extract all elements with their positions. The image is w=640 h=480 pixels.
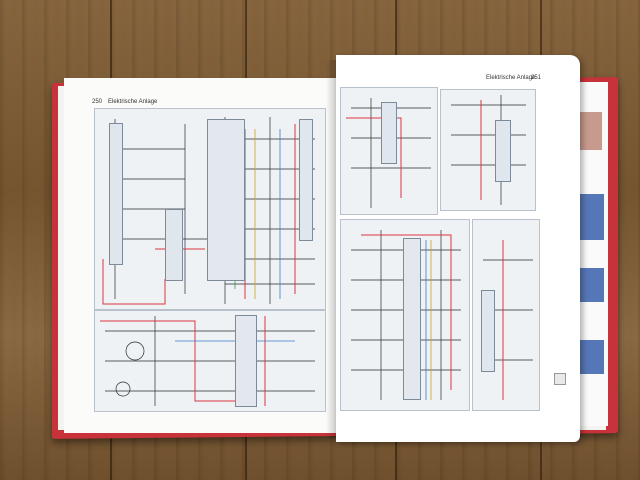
right-page: Elektrische Anlage 251 bbox=[336, 55, 580, 442]
page-edge-marker bbox=[554, 373, 566, 385]
left-page-number: 250 bbox=[92, 99, 103, 105]
wiring-diagram-right-a bbox=[340, 87, 438, 215]
wiring-diagram-right-d bbox=[472, 219, 540, 411]
wiring-diagram-left-top bbox=[94, 108, 326, 310]
connector-block bbox=[481, 290, 495, 372]
left-section-title: Elektrische Anlage bbox=[108, 99, 158, 105]
connector-block bbox=[235, 315, 257, 407]
connector-block bbox=[403, 238, 421, 400]
connector-block bbox=[207, 119, 245, 281]
wiring-diagram-right-b bbox=[440, 89, 536, 211]
wiring-diagram-right-c bbox=[340, 219, 470, 411]
right-section-title: Elektrische Anlage bbox=[486, 75, 536, 81]
connector-block bbox=[381, 102, 397, 164]
wiring-lines bbox=[451, 95, 526, 205]
wiring-lines bbox=[100, 316, 315, 406]
connector-block bbox=[495, 120, 511, 182]
left-page: 250 Elektrische Anlage bbox=[64, 78, 337, 433]
wiring-diagram-left-bottom bbox=[94, 310, 326, 412]
right-page-number: 251 bbox=[531, 75, 542, 81]
connector-block bbox=[165, 209, 183, 281]
connector-block bbox=[109, 123, 123, 265]
connector-block bbox=[299, 119, 313, 241]
